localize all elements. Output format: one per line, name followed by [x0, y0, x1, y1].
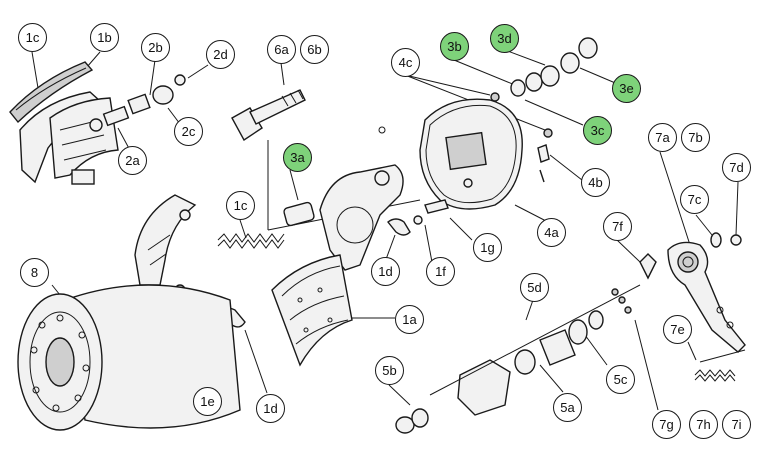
- callout-3d: 3d: [490, 24, 519, 53]
- callout-5b: 5b: [375, 356, 404, 385]
- callout-1c-mid: 1c: [226, 191, 255, 220]
- part-4-hardware: [490, 92, 553, 183]
- callout-1f: 1f: [426, 257, 455, 286]
- callout-7h: 7h: [689, 410, 718, 439]
- part-1c-return-spring: [217, 233, 285, 249]
- part-3-seals-washers: [510, 37, 598, 97]
- callout-7i: 7i: [722, 410, 751, 439]
- callout-1g: 1g: [473, 233, 502, 262]
- callout-1e: 1e: [193, 387, 222, 416]
- part-1a-lined-shoe: [271, 254, 353, 367]
- callout-5a: 5a: [553, 393, 582, 422]
- callout-5d: 5d: [520, 273, 549, 302]
- callout-7d: 7d: [722, 153, 751, 182]
- part-1c-lining-plate: [9, 61, 94, 124]
- callout-7e: 7e: [663, 315, 692, 344]
- callout-8: 8: [20, 258, 49, 287]
- part-1f-1g-hardware: [413, 199, 449, 225]
- callout-7c: 7c: [680, 185, 709, 214]
- callout-4b: 4b: [581, 168, 610, 197]
- callout-5c: 5c: [606, 365, 635, 394]
- callout-6a: 6a: [267, 35, 296, 64]
- callout-1c-top: 1c: [18, 23, 47, 52]
- callout-3b: 3b: [440, 32, 469, 61]
- callout-6b: 6b: [300, 35, 329, 64]
- callout-7g: 7g: [652, 410, 681, 439]
- callout-1d-bottom: 1d: [256, 394, 285, 423]
- callout-3c: 3c: [583, 116, 612, 145]
- callout-2d: 2d: [206, 40, 235, 69]
- callout-7a: 7a: [648, 123, 677, 152]
- part-5b-washer: [395, 408, 429, 434]
- part-7-slack-adjuster: [639, 232, 746, 353]
- callout-2b: 2b: [141, 33, 170, 62]
- callout-3a: 3a: [283, 143, 312, 172]
- callout-2c: 2c: [174, 117, 203, 146]
- callout-1b: 1b: [90, 23, 119, 52]
- callout-2a: 2a: [118, 146, 147, 175]
- part-3a-bushing: [283, 201, 315, 227]
- callout-7b: 7b: [681, 123, 710, 152]
- callout-3e: 3e: [612, 74, 641, 103]
- callout-1a: 1a: [395, 305, 424, 334]
- callout-1d-mid: 1d: [371, 257, 400, 286]
- callout-7f: 7f: [603, 212, 632, 241]
- part-brake-shoe-left: [134, 194, 197, 296]
- part-5-chamber-bracket: [429, 284, 641, 416]
- part-2-pins-bushings: [89, 74, 186, 132]
- part-4a-dust-shield: [419, 98, 523, 210]
- callout-4a: 4a: [537, 218, 566, 247]
- part-7e-spring: [694, 369, 736, 382]
- part-1b-shoe-assembly: [19, 91, 119, 185]
- callout-4c: 4c: [391, 48, 420, 77]
- part-spider-bracket: [319, 126, 404, 271]
